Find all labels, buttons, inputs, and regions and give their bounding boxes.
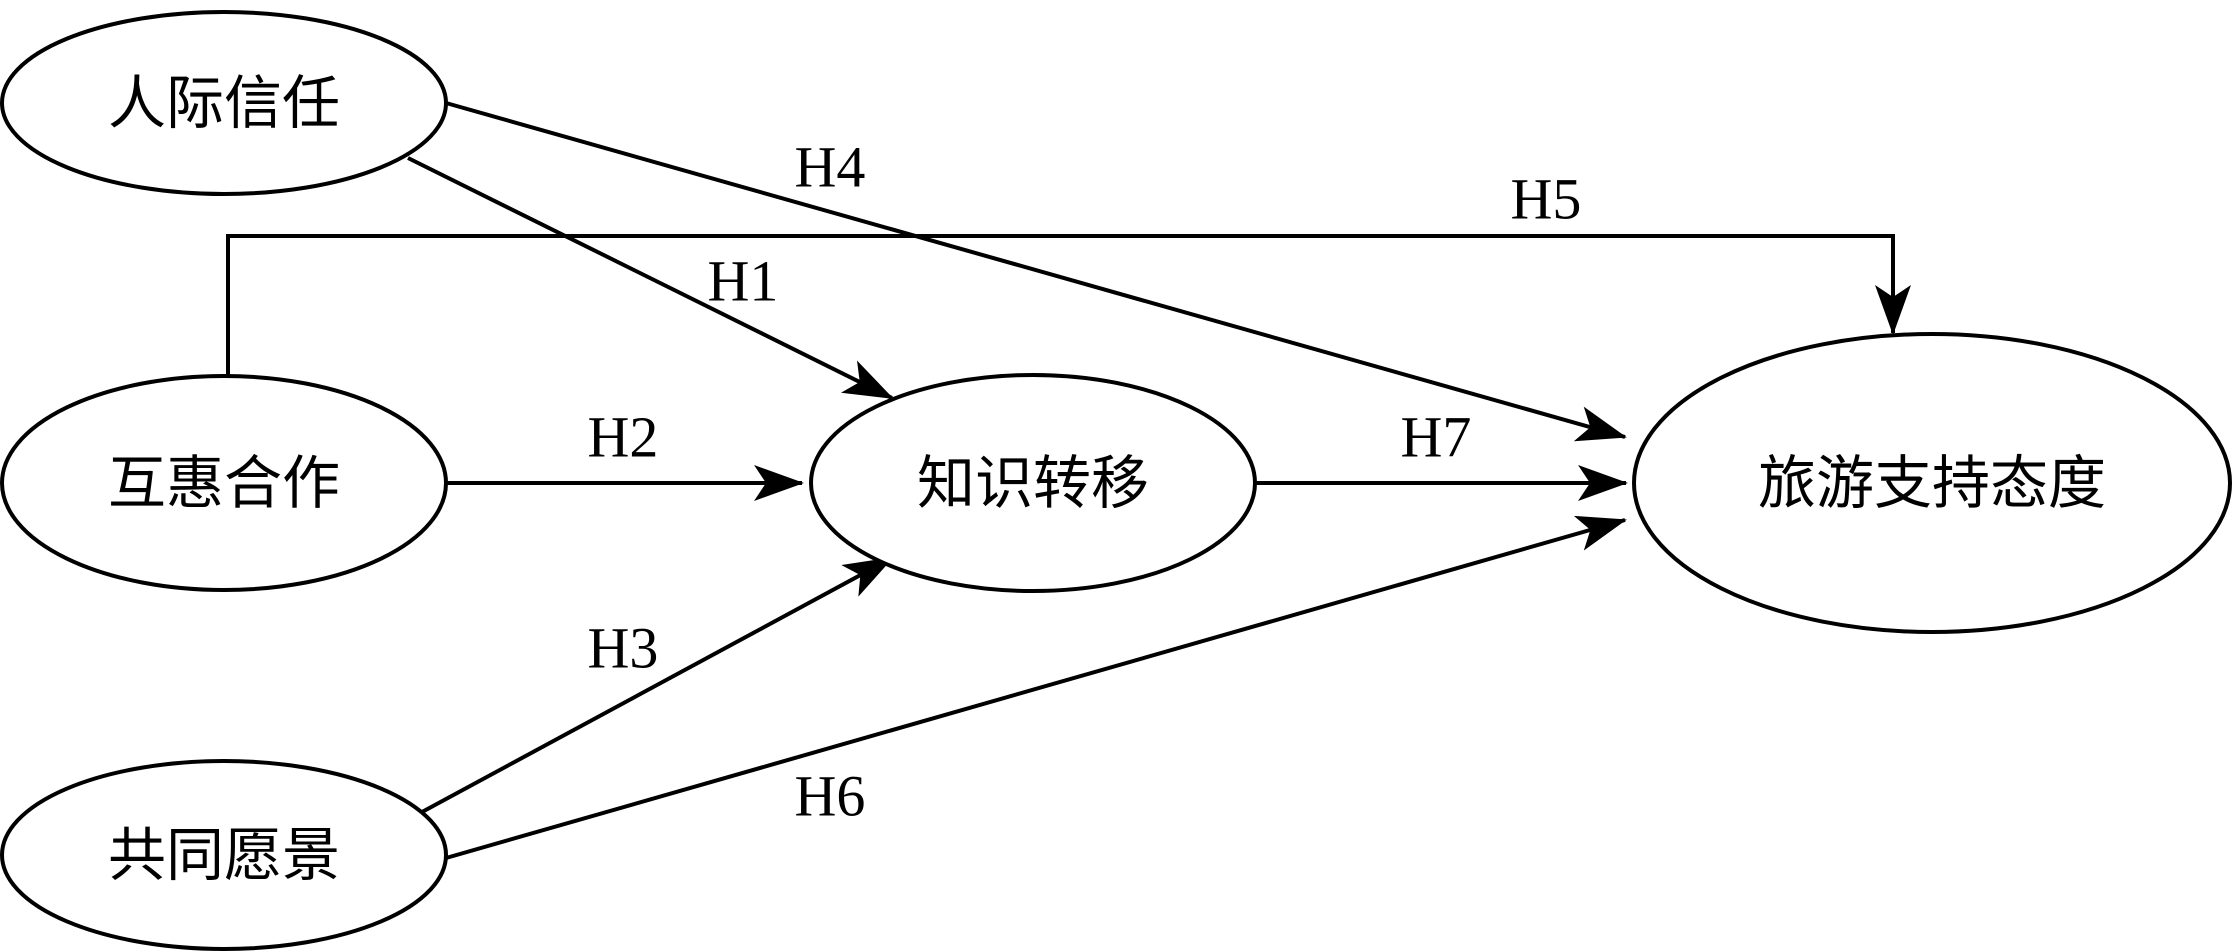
node-reciprocal-cooperation: 互惠合作 <box>0 374 448 592</box>
edge-h6-line <box>445 515 1627 860</box>
node-knowledge-transfer: 知识转移 <box>809 373 1257 593</box>
node-knowledge-transfer-shape <box>809 373 1257 593</box>
node-interpersonal-trust: 人际信任 <box>0 10 448 196</box>
edge-label-h6: H6 <box>795 764 866 829</box>
edge-h3-line <box>421 556 894 814</box>
edge-label-h5: H5 <box>1511 167 1582 232</box>
node-knowledge-transfer-label: 知识转移 <box>917 449 1149 517</box>
node-tourism-support-attitude-label: 旅游支持态度 <box>1758 449 2106 517</box>
edges <box>226 101 1911 860</box>
node-tourism-support-attitude: 旅游支持态度 <box>1632 332 2232 634</box>
node-interpersonal-trust-label: 人际信任 <box>108 69 340 137</box>
edge-label-h7: H7 <box>1401 405 1472 470</box>
node-tourism-support-attitude-shape <box>1632 332 2232 634</box>
edge-h5-line <box>226 234 1911 375</box>
edge-label-h1: H1 <box>708 249 779 314</box>
node-interpersonal-trust-shape <box>0 10 448 196</box>
edge-label-h3: H3 <box>588 616 659 681</box>
node-reciprocal-cooperation-shape <box>0 374 448 592</box>
node-shared-vision: 共同愿景 <box>0 759 448 951</box>
edge-h4-line <box>445 101 1627 442</box>
node-shared-vision-shape <box>0 759 448 951</box>
edge-h1-line <box>407 156 894 400</box>
edge-label-h2: H2 <box>588 405 659 470</box>
node-reciprocal-cooperation-label: 互惠合作 <box>108 449 340 517</box>
edge-label-h4: H4 <box>795 135 866 200</box>
node-shared-vision-label: 共同愿景 <box>108 821 340 889</box>
edge-labels: H1 H2 H3 H4 H5 H6 H7 <box>588 135 1582 829</box>
